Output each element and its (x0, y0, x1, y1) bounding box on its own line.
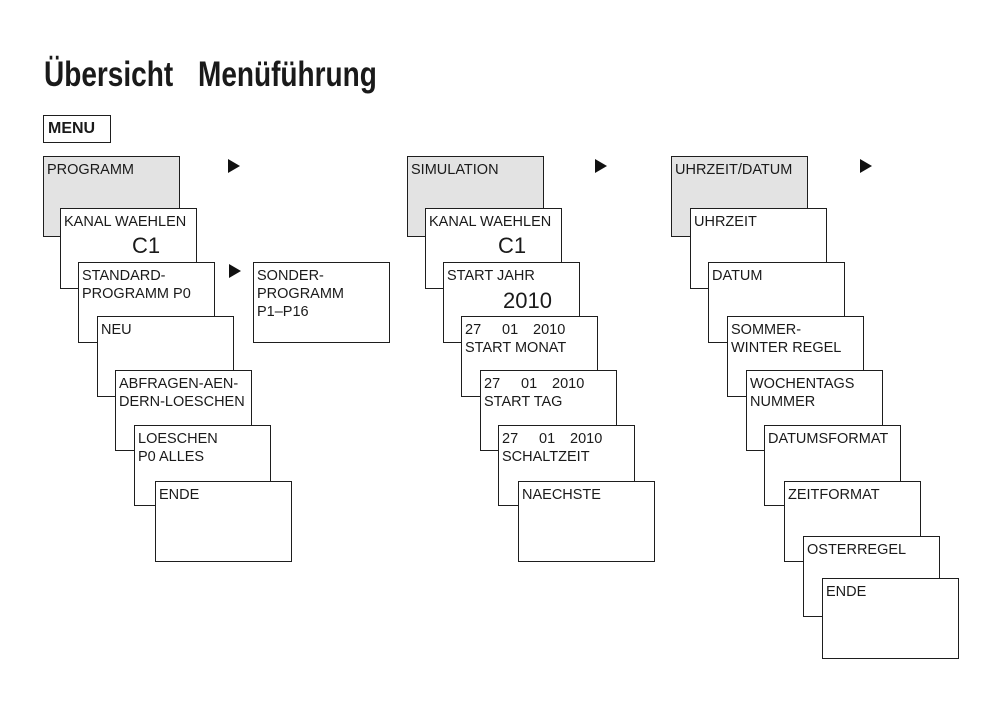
date-year: 2010 (570, 431, 603, 447)
sonder-programm-label-line1: SONDER- (257, 268, 324, 284)
date-row: 27 01 2010 (465, 321, 566, 339)
standard-programm-label-line2: PROGRAMM P0 (82, 286, 191, 302)
sonder-programm-label-line3: P1–P16 (257, 304, 309, 320)
start-monat-label: START MONAT (465, 340, 567, 356)
kanal-value: C1 (132, 233, 161, 258)
neu-label: NEU (101, 322, 132, 338)
menu-box-sonder-programm: SONDER- PROGRAMM P1–P16 (253, 262, 390, 343)
play-arrow-icon (229, 264, 241, 278)
date-month: 01 (539, 431, 556, 447)
date-day: 27 (484, 376, 501, 392)
datum-label: DATUM (712, 268, 763, 284)
kanal-waehlen-label: KANAL WAEHLEN (64, 214, 187, 230)
standard-programm-label-line1: STANDARD- (82, 268, 166, 284)
date-year: 2010 (552, 376, 585, 392)
kanal-waehlen-label: KANAL WAEHLEN (429, 214, 552, 230)
play-arrow-icon (860, 159, 872, 173)
page-title-overview: Übersicht (44, 55, 174, 94)
start-tag-label: START TAG (484, 394, 563, 410)
sommer-winter-label-line1: SOMMER- (731, 322, 802, 338)
sommer-winter-label-line2: WINTER REGEL (731, 340, 842, 356)
date-row: 27 01 2010 (502, 430, 602, 448)
menu-box-programm-ende: ENDE (155, 481, 292, 562)
menu-box-naechste: NAECHSTE (518, 481, 655, 562)
datumsformat-label: DATUMSFORMAT (768, 431, 889, 447)
start-jahr-label: START JAHR (447, 268, 535, 284)
ende-label: ENDE (159, 487, 200, 503)
osterregel-label: OSTERREGEL (807, 542, 907, 558)
menu-box-uhrzeit-datum-ende: ENDE (822, 578, 959, 659)
date-row: 27 01 2010 (484, 375, 584, 393)
date-year: 2010 (533, 322, 566, 338)
ende-label: ENDE (826, 584, 867, 600)
simulation-label: SIMULATION (411, 162, 499, 178)
play-arrow-icon (228, 159, 240, 173)
naechste-label: NAECHSTE (522, 487, 601, 503)
programm-label: PROGRAMM (47, 162, 134, 178)
uhrzeit-datum-label: UHRZEIT/DATUM (675, 162, 793, 178)
zeitformat-label: ZEITFORMAT (788, 487, 880, 503)
loeschen-label-line2: P0 ALLES (138, 449, 205, 465)
sonder-programm-label-line2: PROGRAMM (257, 286, 344, 302)
page-title-menu-navigation: Menüführung (198, 55, 377, 94)
menu-root-box: MENU (43, 115, 111, 143)
schaltzeit-label: SCHALTZEIT (502, 449, 590, 465)
date-day: 27 (465, 322, 482, 338)
date-month: 01 (521, 376, 538, 392)
uhrzeit-label: UHRZEIT (694, 214, 757, 230)
menu-root-label: MENU (48, 120, 96, 137)
loeschen-label-line1: LOESCHEN (138, 431, 218, 447)
play-arrow-icon (595, 159, 607, 173)
start-jahr-value: 2010 (503, 288, 552, 313)
wochentags-label-line2: NUMMER (750, 394, 816, 410)
abfragen-label-line2: DERN-LOESCHEN (119, 394, 245, 410)
wochentags-label-line1: WOCHENTAGS (750, 376, 855, 392)
date-month: 01 (502, 322, 519, 338)
kanal-value: C1 (498, 233, 527, 258)
date-day: 27 (502, 431, 519, 447)
abfragen-label-line1: ABFRAGEN-AEN- (119, 376, 239, 392)
